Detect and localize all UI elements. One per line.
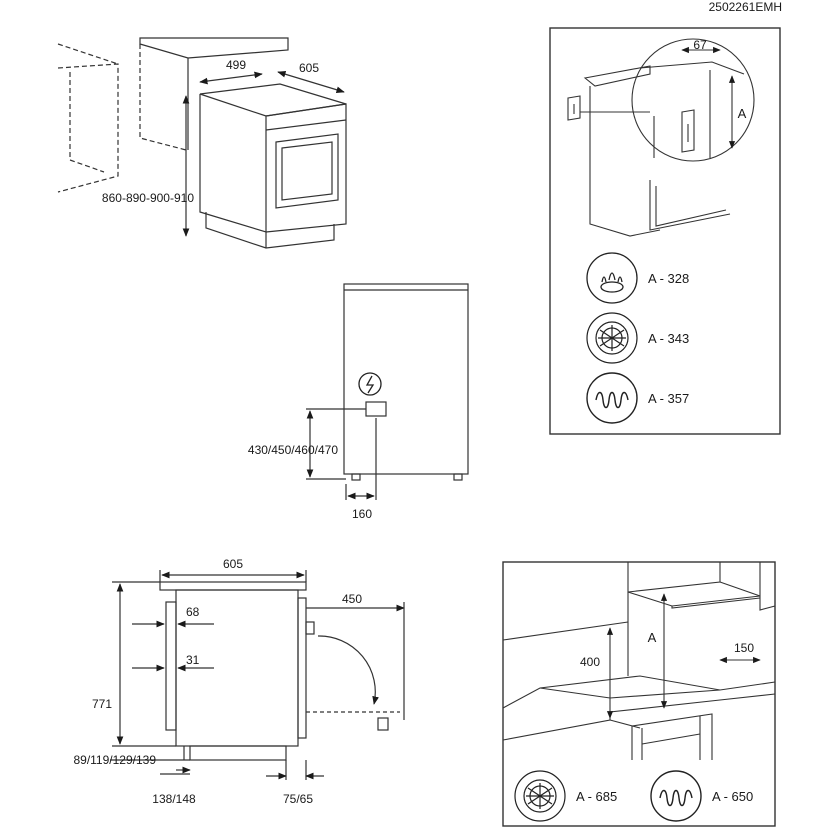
gas-burner-icon	[586, 252, 638, 304]
clearance-detail	[502, 562, 776, 760]
bracket-offset-label: 67	[693, 38, 707, 52]
bracket-letter: A	[738, 106, 747, 121]
anti-tilt-panel	[549, 27, 781, 435]
plinth-height-label: 89/119/129/139	[73, 753, 156, 767]
item-label-1: A - 328	[648, 271, 689, 286]
connection-view	[306, 283, 469, 500]
door-depth-label: 450	[342, 592, 362, 606]
item-label-3: A - 357	[648, 391, 689, 406]
clearance-item-label-1: A - 685	[576, 789, 617, 804]
front-width-label: 605	[223, 557, 243, 571]
clearance-letter: A	[648, 630, 657, 645]
coil-hob-icon	[650, 770, 702, 822]
height-range-label: 860-890-900-910	[102, 191, 194, 205]
side-gap-a-label: 68	[186, 605, 200, 619]
connection-height-label: 430/450/460/470	[248, 443, 338, 457]
detail-magnifier	[631, 38, 755, 162]
depth-label: 605	[299, 61, 319, 75]
clearance-item-label-2: A - 650	[712, 789, 753, 804]
total-height-label: 771	[92, 697, 112, 711]
radiant-hob-icon	[514, 770, 566, 822]
foot-left-label: 138/148	[152, 792, 196, 806]
document-code: 2502261EMH	[709, 0, 782, 14]
foot-right-label: 75/65	[283, 792, 313, 806]
side-gap-b-label: 31	[186, 653, 200, 667]
clearance-height-label: 400	[580, 655, 600, 669]
connection-offset-label: 160	[352, 507, 372, 521]
radiant-hob-icon	[586, 312, 638, 364]
coil-hob-icon	[586, 372, 638, 424]
electric-connection-icon	[358, 372, 382, 396]
width-label: 499	[226, 58, 246, 72]
installation-view	[57, 37, 347, 249]
item-label-2: A - 343	[648, 331, 689, 346]
dimension-view	[110, 570, 405, 780]
anti-tilt-detail	[567, 38, 755, 237]
clearance-side-label: 150	[734, 641, 754, 655]
